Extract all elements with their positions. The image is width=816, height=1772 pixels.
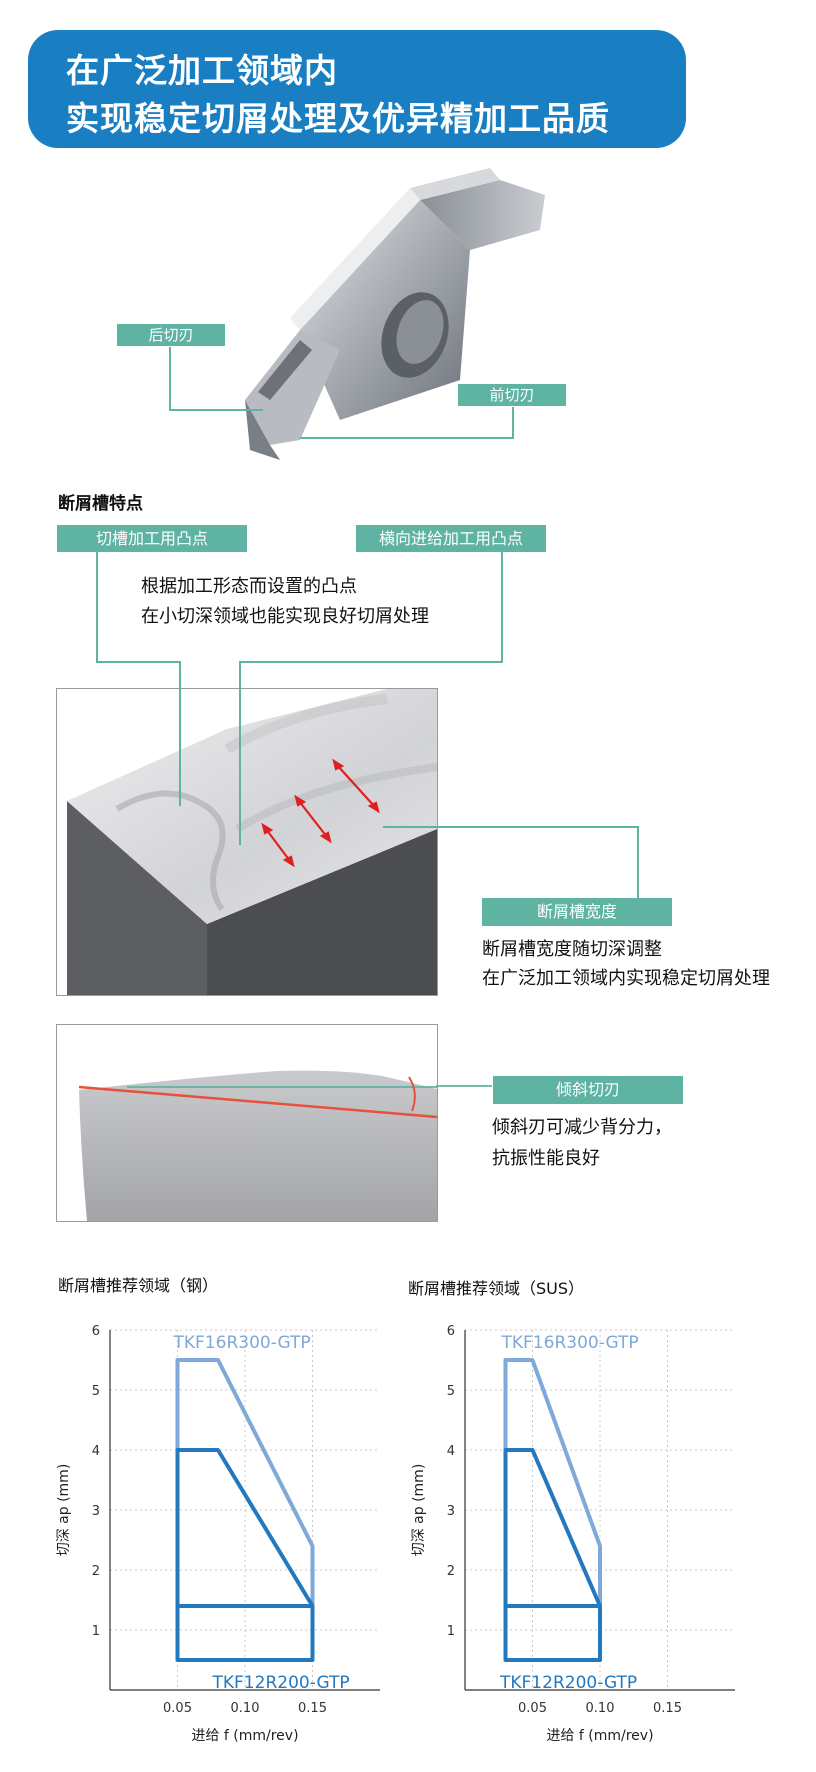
y-tick-label: 2 bbox=[92, 1564, 100, 1579]
inclined-edge-image bbox=[56, 1024, 438, 1222]
grooving-protrusion-tag: 切槽加工用凸点 bbox=[57, 525, 247, 552]
front-edge-tag: 前切刃 bbox=[458, 384, 566, 406]
y-tick-label: 1 bbox=[92, 1624, 100, 1639]
front-edge-callout bbox=[300, 407, 514, 439]
x-axis-label: 进给 f (mm/rev) bbox=[546, 1728, 653, 1744]
y-tick-label: 3 bbox=[447, 1504, 455, 1519]
series-label: TKF16R300-GTP bbox=[501, 1333, 639, 1353]
x-tick-label: 0.10 bbox=[231, 1701, 260, 1716]
chipbreaker-image bbox=[56, 688, 438, 996]
protrusion-desc-line-2: 在小切深领域也能实现良好切屑处理 bbox=[141, 606, 429, 627]
x-tick-label: 0.15 bbox=[298, 1701, 327, 1716]
series-outline-2 bbox=[503, 1604, 602, 1662]
inclined-edge-desc-line-2: 抗振性能良好 bbox=[492, 1148, 600, 1169]
chart-sus-title: 断屑槽推荐领域（SUS） bbox=[408, 1279, 585, 1298]
x-axis-label: 进给 f (mm/rev) bbox=[191, 1728, 298, 1744]
inclined-edge-tag: 倾斜切刃 bbox=[493, 1076, 683, 1104]
series-label: TKF16R300-GTP bbox=[173, 1333, 311, 1353]
y-tick-label: 3 bbox=[92, 1504, 100, 1519]
x-tick-label: 0.05 bbox=[518, 1701, 547, 1716]
groove-width-desc-line-2: 在广泛加工领域内实现稳定切屑处理 bbox=[482, 968, 770, 989]
series-label: TKF12R200-GTP bbox=[499, 1673, 637, 1693]
traverse-protrusion-tag: 横向进给加工用凸点 bbox=[356, 525, 546, 552]
y-tick-label: 6 bbox=[447, 1324, 455, 1339]
y-tick-label: 4 bbox=[447, 1444, 455, 1459]
y-axis-label: 切深 ap (mm) bbox=[411, 1464, 427, 1557]
x-tick-label: 0.15 bbox=[653, 1701, 682, 1716]
y-tick-label: 1 bbox=[447, 1624, 455, 1639]
groove-width-tag: 断屑槽宽度 bbox=[482, 898, 672, 926]
y-tick-label: 6 bbox=[92, 1324, 100, 1339]
y-tick-label: 2 bbox=[447, 1564, 455, 1579]
features-section-title: 断屑槽特点 bbox=[58, 494, 143, 514]
x-tick-label: 0.10 bbox=[586, 1701, 615, 1716]
banner-title-line-2: 实现稳定切屑处理及优异精加工品质 bbox=[66, 99, 610, 138]
series-outline-1 bbox=[503, 1448, 602, 1608]
insert-illustration bbox=[169, 168, 545, 460]
header-banner: 在广泛加工领域内 实现稳定切屑处理及优异精加工品质 bbox=[28, 30, 686, 148]
series-label: TKF12R200-GTP bbox=[212, 1673, 350, 1693]
series-outline-2 bbox=[175, 1604, 315, 1662]
y-tick-label: 4 bbox=[92, 1444, 100, 1459]
y-axis-label: 切深 ap (mm) bbox=[56, 1464, 72, 1557]
groove-width-desc-line-1: 断屑槽宽度随切深调整 bbox=[482, 939, 662, 960]
chart-steel-title: 断屑槽推荐领域（钢） bbox=[58, 1276, 219, 1295]
rear-edge-tag: 后切刃 bbox=[117, 324, 225, 346]
y-tick-label: 5 bbox=[447, 1384, 455, 1399]
rear-edge-callout bbox=[169, 347, 263, 411]
y-tick-label: 5 bbox=[92, 1384, 100, 1399]
series-outline-1 bbox=[175, 1448, 315, 1608]
banner-title-line-1: 在广泛加工领域内 bbox=[66, 51, 338, 90]
protrusion-desc-line-1: 根据加工形态而设置的凸点 bbox=[141, 576, 357, 597]
x-tick-label: 0.05 bbox=[163, 1701, 192, 1716]
inclined-edge-desc-line-1: 倾斜刃可减少背分力， bbox=[492, 1117, 672, 1138]
